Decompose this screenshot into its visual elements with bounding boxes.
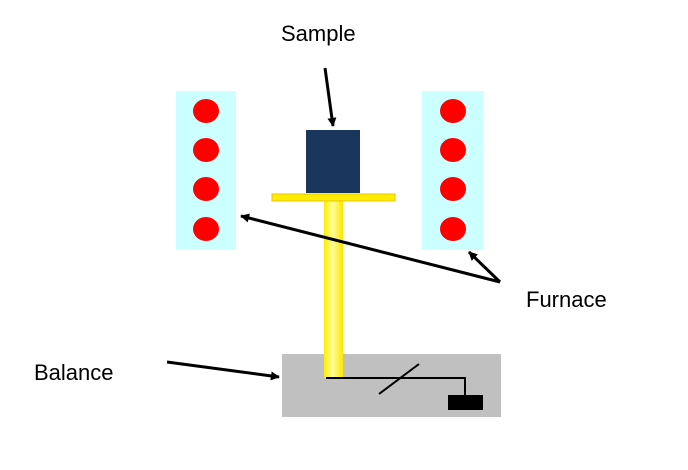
furnace-arrow-right	[467, 250, 502, 284]
heating-element-icon	[440, 99, 466, 123]
sample-holder-platform	[271, 193, 396, 202]
heating-element-icon	[193, 217, 219, 241]
balance-wire	[326, 377, 466, 396]
heating-element-icon	[193, 99, 219, 123]
furnace-left	[176, 91, 236, 250]
switch-icon	[378, 363, 420, 395]
heating-element-icon	[440, 217, 466, 241]
heating-element-icon	[193, 138, 219, 162]
sample-label: Sample	[281, 21, 356, 46]
weight-icon	[448, 395, 483, 410]
balance-arrow	[166, 360, 280, 381]
heating-element-icon	[440, 177, 466, 201]
furnace-label: Furnace	[526, 287, 607, 312]
sample-holder-rod	[324, 199, 343, 378]
furnace-right	[422, 91, 483, 250]
heating-element-icon	[193, 177, 219, 201]
sample-arrow	[323, 67, 337, 127]
furnace-arrow-left	[240, 213, 501, 284]
balance-label: Balance	[34, 360, 114, 385]
sample-block	[306, 130, 360, 193]
heating-element-icon	[440, 138, 466, 162]
